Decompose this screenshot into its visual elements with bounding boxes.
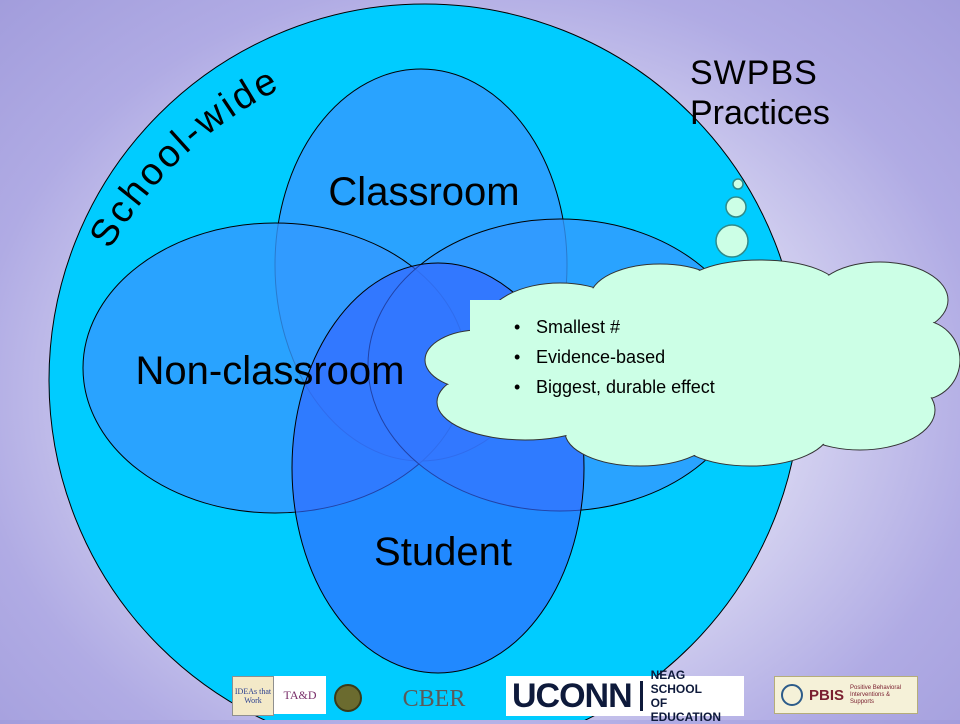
uconn-subtitle: NEAG SCHOOL OF EDUCATION — [650, 668, 722, 724]
thought-bubble-trail — [715, 178, 749, 258]
bullet-dot: • — [514, 317, 520, 337]
bullet-dot: • — [514, 347, 520, 367]
bullet-smallest: Smallest # — [536, 317, 620, 337]
pbis-subtitle: Positive Behavioral Interventions & Supp… — [850, 684, 902, 705]
pbis-logo: PBIS Positive Behavioral Interventions &… — [774, 676, 918, 714]
uconn-logo: UCONN NEAG SCHOOL OF EDUCATION — [506, 668, 744, 724]
nonclassroom-label: Non-classroom — [136, 349, 405, 393]
cber-logo: CBER — [402, 685, 466, 712]
ideas-that-work-logo: IDEAs that Work — [232, 676, 274, 716]
classroom-label: Classroom — [328, 170, 519, 214]
pbis-triangle-icon — [781, 684, 803, 706]
tad-logo: TA&D — [274, 676, 326, 714]
thought-cloud-fill — [426, 261, 959, 465]
bullet-evidence: Evidence-based — [536, 347, 665, 367]
student-label: Student — [374, 530, 512, 574]
cloud-bullets: • Smallest # • Evidence-based • Biggest,… — [514, 317, 715, 397]
bullet-biggest: Biggest, durable effect — [536, 377, 715, 397]
uconn-divider — [639, 681, 643, 711]
swpbs-practices-label: SWPBS Practices — [690, 54, 830, 132]
bullet-dot: • — [514, 377, 520, 397]
pbis-word: PBIS — [809, 686, 845, 704]
footer-logos: IDEAs that Work TA&D CBER UCONN NEAG SCH… — [0, 668, 960, 724]
seal-logo — [334, 684, 362, 712]
uconn-word: UCONN — [512, 676, 633, 715]
